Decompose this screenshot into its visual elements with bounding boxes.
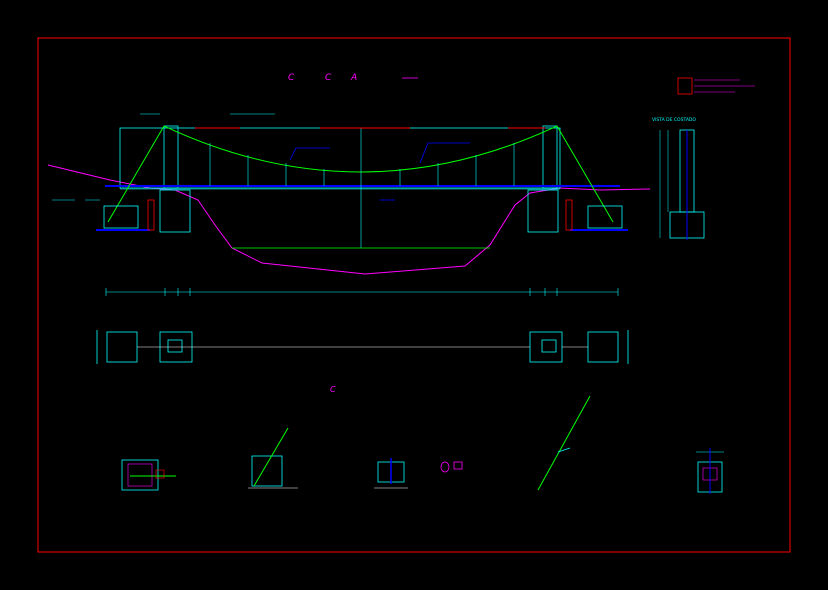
left-backstay bbox=[107, 125, 165, 223]
sheet-border bbox=[37, 37, 791, 553]
detail-drawings bbox=[121, 395, 724, 494]
left-anchor-block bbox=[103, 205, 139, 229]
side-view-title: VISTA DE COSTADO bbox=[652, 117, 696, 123]
right-foundation bbox=[527, 189, 559, 233]
tower-frame bbox=[119, 127, 561, 189]
main-cable bbox=[163, 125, 558, 173]
right-anchor-block bbox=[587, 205, 623, 229]
hangers bbox=[209, 143, 515, 186]
right-backstay bbox=[556, 125, 614, 223]
title-letter-2: C bbox=[325, 73, 332, 83]
side-view: VISTA DE COSTADO bbox=[652, 77, 755, 240]
plan-right-anchor bbox=[587, 331, 619, 363]
bridge-elevation bbox=[47, 113, 651, 275]
detail-anchor-plan bbox=[121, 459, 176, 491]
overall-dimension bbox=[105, 288, 619, 296]
right-pylon bbox=[542, 125, 558, 189]
detail-clamp bbox=[440, 461, 463, 473]
drawing-title: C C A bbox=[288, 73, 357, 83]
detail-anchor-section bbox=[248, 427, 298, 489]
left-foundation bbox=[159, 189, 191, 233]
section-letter: C bbox=[330, 385, 336, 394]
detail-tower-base bbox=[374, 458, 408, 489]
plan-left-anchor bbox=[106, 331, 138, 363]
detail-saddle bbox=[696, 448, 724, 494]
title-letter-1: C bbox=[288, 73, 295, 83]
bridge-plan bbox=[96, 330, 629, 364]
plan-right-tower bbox=[529, 331, 563, 363]
left-pylon bbox=[163, 125, 179, 189]
detail-cable-socket bbox=[537, 395, 591, 491]
title-letter-3: A bbox=[350, 73, 357, 83]
